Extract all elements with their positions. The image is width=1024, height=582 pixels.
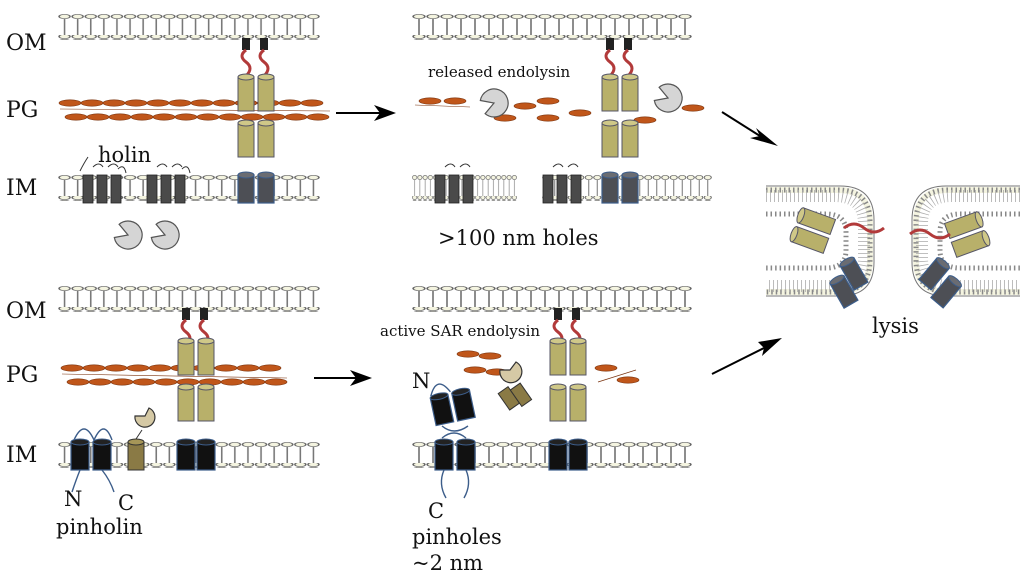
panel-pinholin-initial [58,286,320,493]
peptidoglycan-layer [60,364,288,386]
label-im-top: IM [6,176,37,201]
holin-cluster-1 [434,163,474,204]
arrow-down-right-icon [721,111,778,146]
label-c-terminus: C [118,491,134,515]
label-n-terminus: N [412,369,430,393]
panel-holin-initial [58,14,331,254]
label-om-bottom: OM [6,299,47,324]
holin-cluster-2 [146,163,191,204]
pinholin-released-helices [429,383,476,427]
panel-lysis [766,185,1020,309]
label-released-endolysin: released endolysin [428,63,571,81]
outer-membrane [58,14,320,40]
arrow-right-icon [336,105,396,121]
outer-membrane [412,286,692,312]
peptidoglycan-layer [58,99,331,121]
holin-cluster-1 [79,156,127,204]
endolysin-icon [651,80,687,117]
panel-pinholes [412,286,692,499]
arrow-up-right-icon [711,338,782,375]
label-im-bottom: IM [6,443,37,468]
degraded-peptidoglycan [456,350,640,384]
label-pinholes-size: ~2 nm [412,551,483,575]
holin-cluster-2 [542,163,582,204]
sar-endolysin-membrane-anchored [127,407,156,471]
label-holes-size: >100 nm holes [438,226,599,250]
membrane-protein-complex [237,38,275,204]
panel-holin-holes [412,14,712,204]
pinholin-dimer [70,428,115,493]
label-lysis: lysis [872,314,919,338]
label-om-top: OM [6,31,47,56]
endolysin-icon [148,217,184,254]
label-pg-bottom: PG [6,363,38,388]
label-pinholin: pinholin [56,515,143,539]
endolysin-icon [111,217,147,254]
arrow-right-icon [314,370,372,386]
membrane-protein-complex [548,308,588,471]
active-sar-endolysin [497,361,533,411]
label-pinholes: pinholes [412,525,502,549]
outer-membrane [412,14,692,40]
label-pg-top: PG [6,98,38,123]
membrane-protein-complex [601,38,639,204]
label-active-sar-endolysin: active SAR endolysin [380,322,540,340]
membrane-protein-complex [176,308,216,471]
degraded-peptidoglycan [414,97,705,124]
membrane-fragment-left [766,185,885,309]
label-n-terminus: N [64,487,82,511]
label-c-terminus: C [428,499,444,523]
membrane-fragment-right [909,185,1020,309]
label-holin: holin [98,143,151,167]
pinhole-dimer [434,425,476,499]
